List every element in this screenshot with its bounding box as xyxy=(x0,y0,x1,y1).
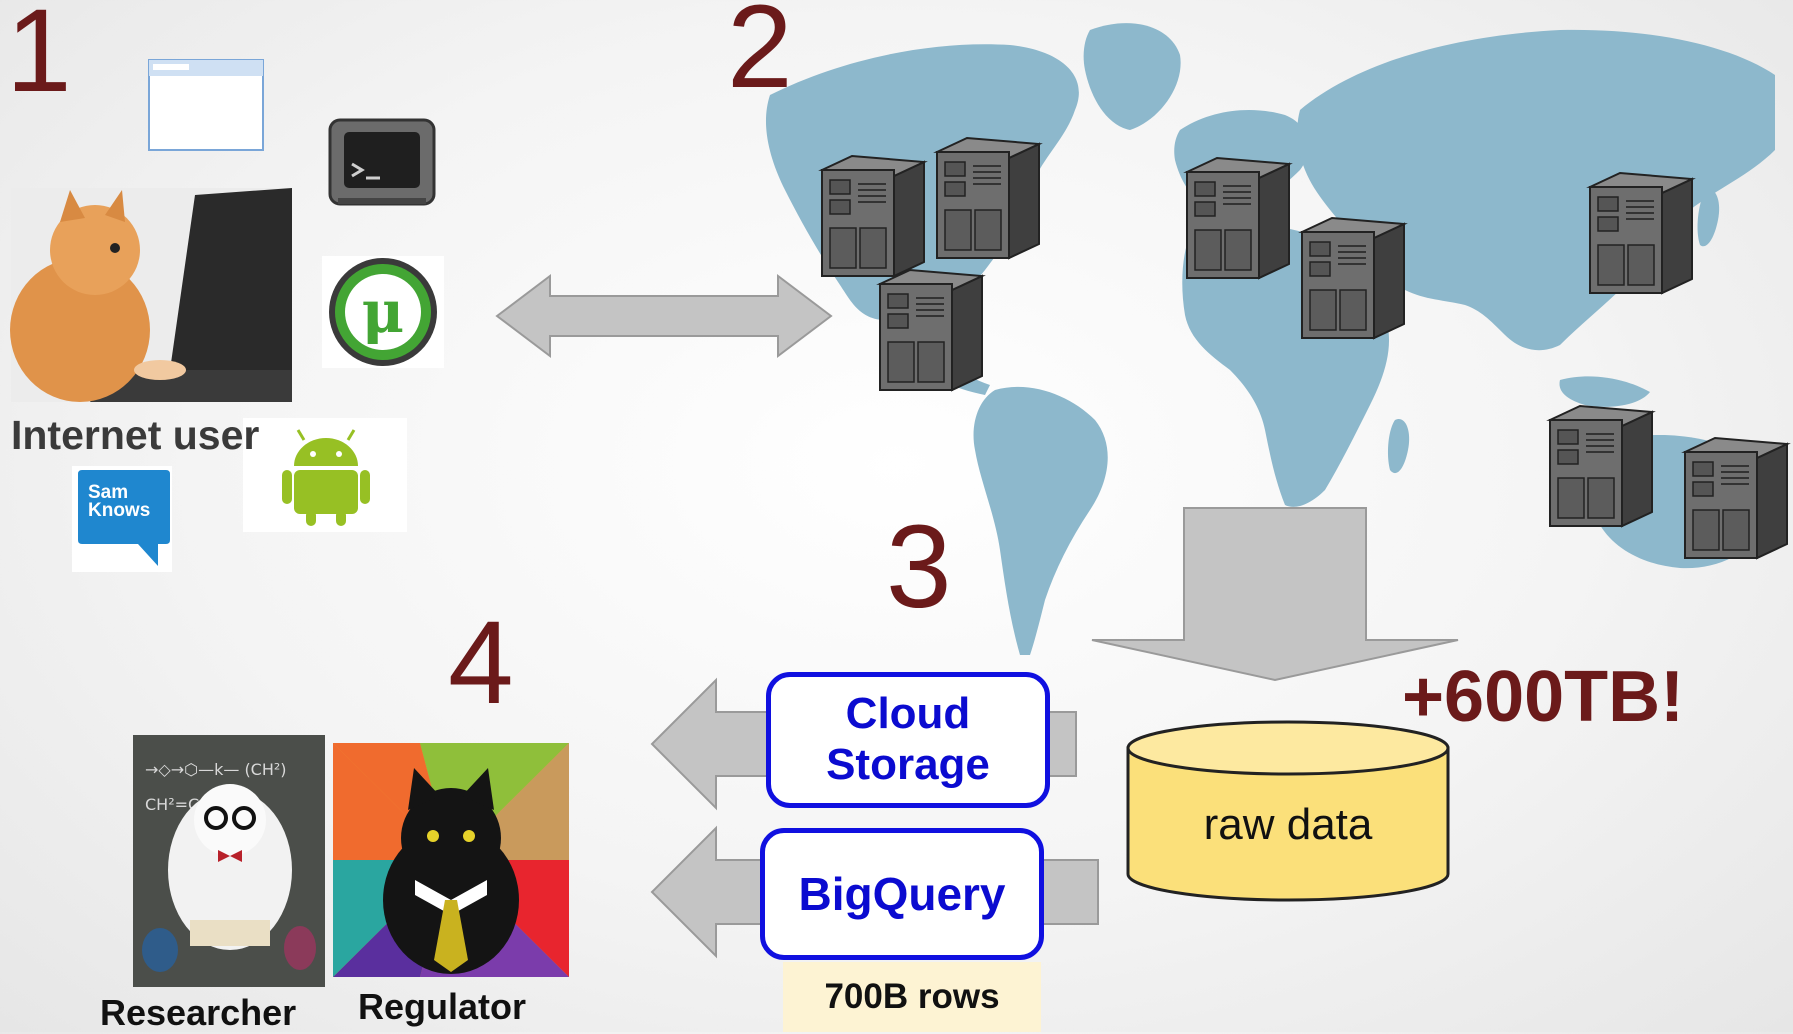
server-tower-icon xyxy=(821,155,925,277)
svg-text:Knows: Knows xyxy=(88,500,150,521)
cloud-storage-label: Cloud Storage xyxy=(826,689,990,789)
bigquery-box: BigQuery xyxy=(760,828,1044,960)
svg-text:→◇→⬡—k— (CH²): →◇→⬡—k— (CH²) xyxy=(145,760,287,779)
cat-at-laptop-image xyxy=(10,188,292,402)
down-arrow xyxy=(1091,507,1459,682)
database-cylinder-icon xyxy=(1126,720,1450,902)
cloud-storage-box: Cloud Storage xyxy=(766,672,1050,808)
step-number-3: 3 xyxy=(886,501,952,633)
server-tower-icon xyxy=(879,269,983,391)
utorrent-icon: μ xyxy=(322,256,444,368)
samknows-logo: Sam Knows xyxy=(72,466,172,572)
internet-user-label: Internet user xyxy=(11,412,260,458)
svg-text:Sam: Sam xyxy=(88,482,128,503)
regulator-cat-image xyxy=(333,743,569,977)
server-tower-icon xyxy=(936,137,1040,259)
server-tower-icon xyxy=(1186,157,1290,279)
terminal-icon xyxy=(328,118,436,206)
regulator-label: Regulator xyxy=(358,986,527,1027)
researcher-label: Researcher xyxy=(100,992,297,1033)
server-tower-icon xyxy=(1549,405,1653,527)
browser-window-icon xyxy=(148,59,264,151)
data-size-label: +600TB! xyxy=(1402,657,1685,737)
step-number-4: 4 xyxy=(448,597,514,729)
raw-data-label: raw data xyxy=(1203,800,1373,849)
server-tower-icon xyxy=(1589,172,1693,294)
bigquery-label: BigQuery xyxy=(798,868,1006,920)
server-tower-icon xyxy=(1684,437,1788,559)
bigquery-rows-badge: 700B rows xyxy=(783,962,1041,1032)
step-number-1: 1 xyxy=(6,0,72,117)
step-number-2: 2 xyxy=(727,0,793,113)
svg-text:μ: μ xyxy=(362,278,404,346)
bidirectional-arrow xyxy=(495,273,833,359)
bigquery-rows-label: 700B rows xyxy=(824,977,1000,1016)
server-tower-icon xyxy=(1301,217,1405,339)
android-icon xyxy=(243,418,407,532)
researcher-cat-image: →◇→⬡—k— (CH²) CH²=C⇌ ⬡ → xyxy=(133,735,325,987)
